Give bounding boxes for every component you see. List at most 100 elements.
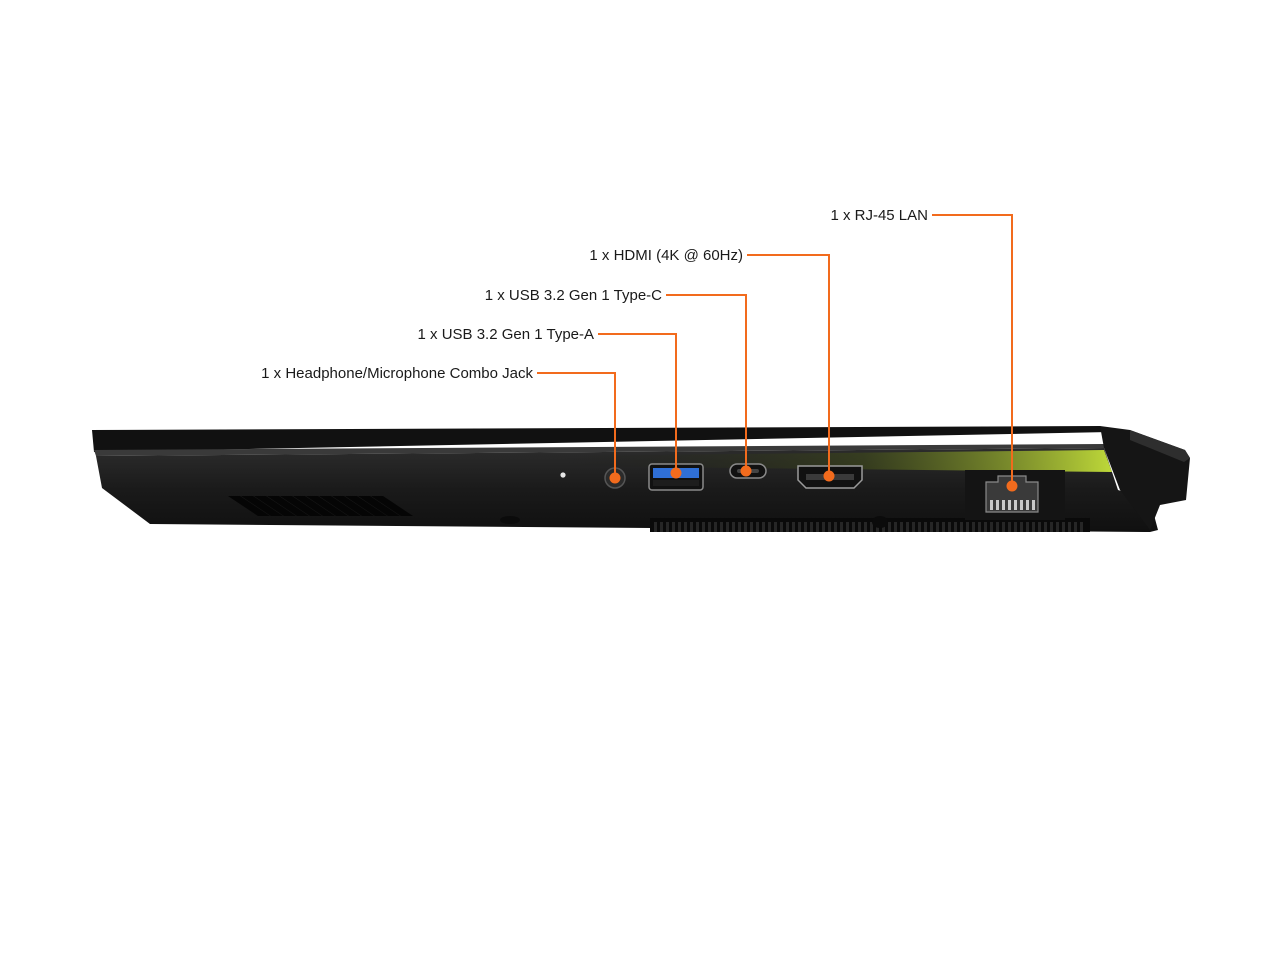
vent-rib bbox=[666, 522, 669, 532]
vent-slat bbox=[319, 496, 361, 516]
vent-slat bbox=[267, 496, 309, 516]
vent-rib bbox=[912, 522, 915, 532]
callout-line-rj45 bbox=[932, 214, 1013, 486]
vent-rib bbox=[858, 522, 861, 532]
vent-rib bbox=[816, 522, 819, 532]
vent-rib bbox=[960, 522, 963, 532]
vent-slat bbox=[345, 496, 387, 516]
vent-rib bbox=[942, 522, 945, 532]
vent-rib bbox=[954, 522, 957, 532]
callout-layer: 1 x Headphone/Microphone Combo Jack 1 x U… bbox=[261, 207, 1018, 492]
vent-rib bbox=[708, 522, 711, 532]
vent-slat bbox=[293, 496, 335, 516]
vent-rib bbox=[786, 522, 789, 532]
vent-slat bbox=[306, 496, 348, 516]
vent-rib bbox=[780, 522, 783, 532]
vent-rib bbox=[936, 522, 939, 532]
vent-rib bbox=[978, 522, 981, 532]
vent-rib bbox=[864, 522, 867, 532]
vent-slat bbox=[358, 496, 400, 516]
vent-rib bbox=[732, 522, 735, 532]
vent-rib bbox=[1056, 522, 1059, 532]
vent-rib bbox=[756, 522, 759, 532]
ethernet-icon bbox=[965, 470, 1065, 520]
vent-rib bbox=[804, 522, 807, 532]
vent-rib bbox=[1020, 522, 1023, 532]
laptop-lid bbox=[92, 426, 1110, 452]
rj45-pin bbox=[1026, 500, 1029, 510]
vent-rib bbox=[852, 522, 855, 532]
vent-slat bbox=[280, 496, 322, 516]
vent-rib bbox=[720, 522, 723, 532]
callout-line-hdmi bbox=[747, 254, 830, 476]
vent-slat bbox=[228, 496, 270, 516]
vent-rib bbox=[1068, 522, 1071, 532]
vent-rib bbox=[828, 522, 831, 532]
vent-rib bbox=[1038, 522, 1041, 532]
port-label-hdmi: 1 x HDMI (4K @ 60Hz) bbox=[589, 247, 743, 264]
rear-foot bbox=[872, 516, 888, 528]
vent-rib bbox=[822, 522, 825, 532]
bottom-vent-ribs bbox=[654, 522, 1083, 532]
port-label-rj45: 1 x RJ-45 LAN bbox=[830, 207, 928, 224]
vent-rib bbox=[894, 522, 897, 532]
callout-dot-usb-c bbox=[740, 465, 752, 477]
vent-rib bbox=[774, 522, 777, 532]
vent-slat bbox=[332, 496, 374, 516]
rj45-pin bbox=[990, 500, 993, 510]
vent-rib bbox=[678, 522, 681, 532]
vent-rib bbox=[948, 522, 951, 532]
vent-rib bbox=[738, 522, 741, 532]
vent-rib bbox=[696, 522, 699, 532]
vent-rib bbox=[924, 522, 927, 532]
vent-rib bbox=[684, 522, 687, 532]
vent-rib bbox=[810, 522, 813, 532]
vent-rib bbox=[1026, 522, 1029, 532]
vent-rib bbox=[750, 522, 753, 532]
callout-line-combo-jack bbox=[537, 372, 616, 478]
vent-rib bbox=[1044, 522, 1047, 532]
vent-rib bbox=[930, 522, 933, 532]
vent-slat bbox=[254, 496, 296, 516]
vent-rib bbox=[726, 522, 729, 532]
port-label-usb-a: 1 x USB 3.2 Gen 1 Type-A bbox=[418, 326, 594, 343]
vent-rib bbox=[1002, 522, 1005, 532]
vent-rib bbox=[672, 522, 675, 532]
vent-rib bbox=[744, 522, 747, 532]
vent-rib bbox=[918, 522, 921, 532]
vent-rib bbox=[660, 522, 663, 532]
vent-rib bbox=[1050, 522, 1053, 532]
status-led-icon bbox=[560, 472, 566, 478]
vent-rib bbox=[984, 522, 987, 532]
rj45-pin bbox=[996, 500, 999, 510]
vent-rib bbox=[702, 522, 705, 532]
rj45-pin bbox=[1020, 500, 1023, 510]
vent-rib bbox=[1014, 522, 1017, 532]
vent-rib bbox=[888, 522, 891, 532]
front-foot bbox=[500, 516, 520, 524]
vent-rib bbox=[798, 522, 801, 532]
vent-rib bbox=[1032, 522, 1035, 532]
vent-rib bbox=[972, 522, 975, 532]
vent-slat bbox=[371, 496, 413, 516]
callout-line-usb-a bbox=[598, 333, 677, 473]
vent-rib bbox=[1080, 522, 1083, 532]
lid-edge-highlight bbox=[94, 444, 1106, 456]
callout-dot-hdmi bbox=[823, 470, 835, 482]
side-vent-slats bbox=[228, 496, 413, 516]
callout-dot-combo-jack bbox=[609, 472, 621, 484]
vent-rib bbox=[834, 522, 837, 532]
vent-rib bbox=[690, 522, 693, 532]
port-label-usb-c: 1 x USB 3.2 Gen 1 Type-C bbox=[485, 287, 662, 304]
vent-rib bbox=[990, 522, 993, 532]
callout-dot-rj45 bbox=[1006, 480, 1018, 492]
vent-rib bbox=[1062, 522, 1065, 532]
port-label-combo-jack: 1 x Headphone/Microphone Combo Jack bbox=[261, 365, 533, 382]
vent-rib bbox=[996, 522, 999, 532]
vent-rib bbox=[1074, 522, 1077, 532]
rj45-pin bbox=[1014, 500, 1017, 510]
vent-slat bbox=[241, 496, 283, 516]
callout-dot-usb-a bbox=[670, 467, 682, 479]
